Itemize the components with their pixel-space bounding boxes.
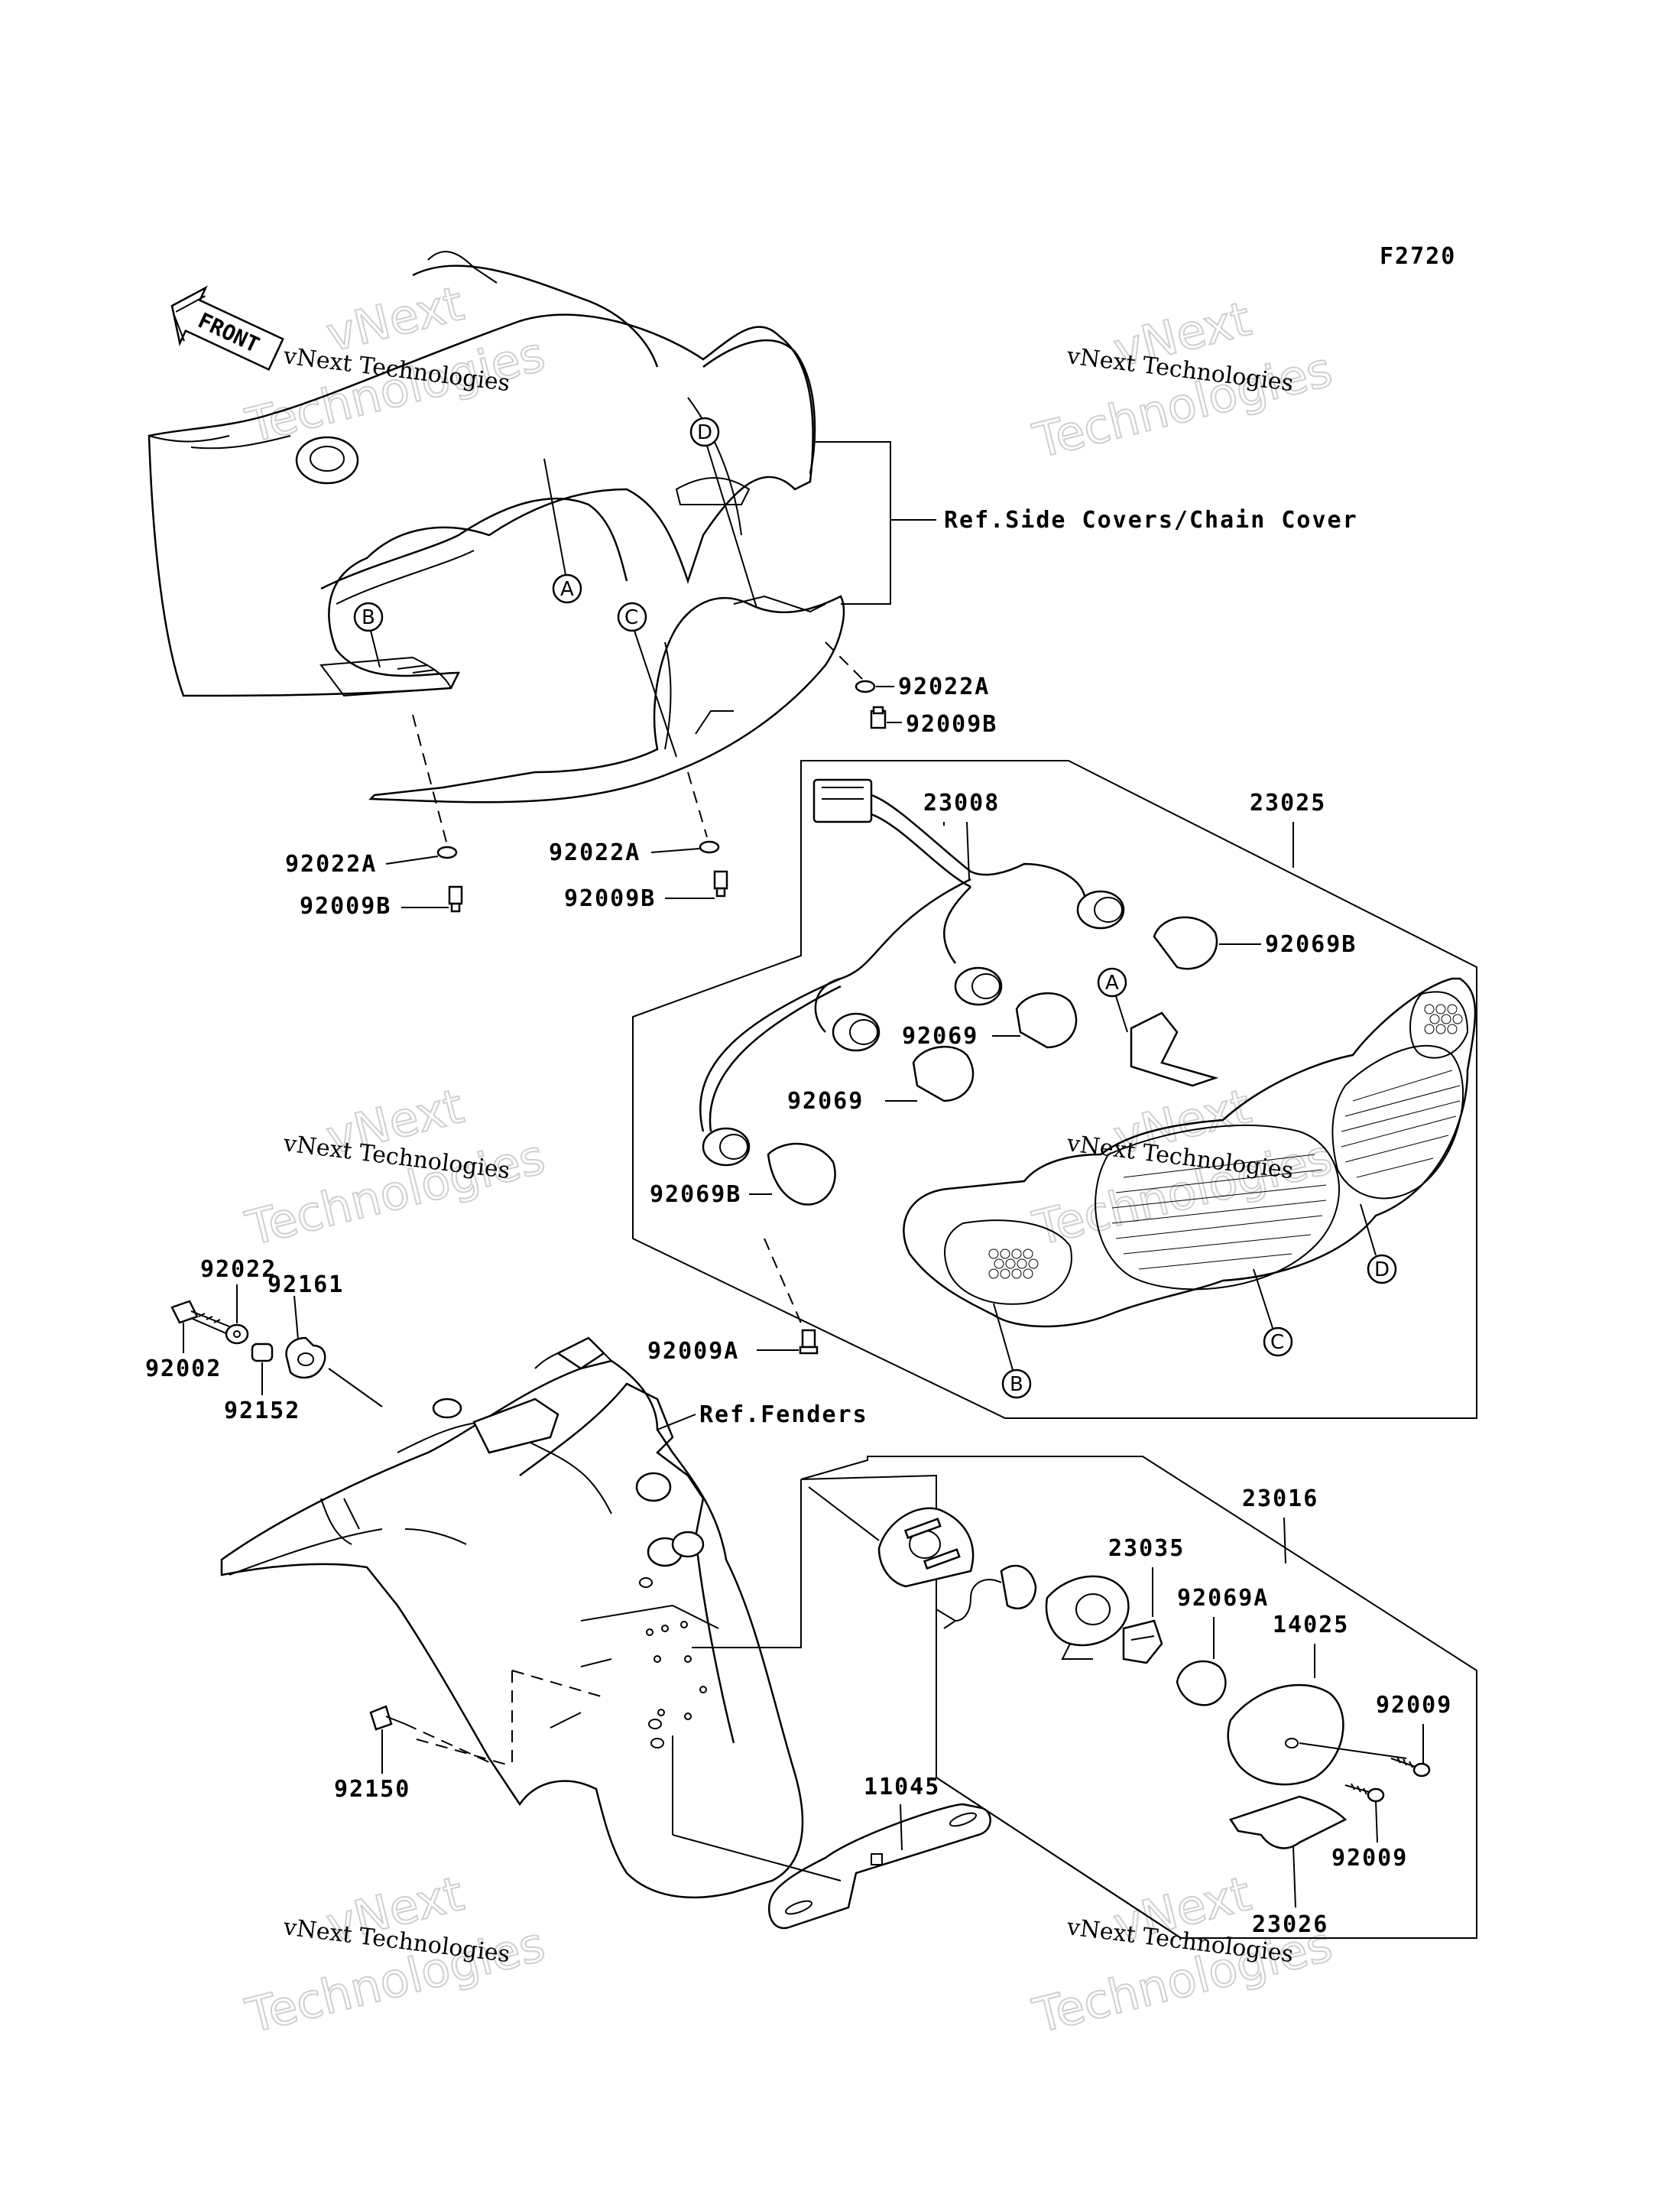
part-92022A: 92022A [898, 674, 990, 700]
socket-clip [1122, 1619, 1163, 1664]
grommet-icon [285, 1295, 383, 1407]
part-14025: 14025 [1273, 1612, 1349, 1638]
wire-harness [699, 778, 1125, 1167]
part-92152: 92152 [224, 1398, 300, 1424]
washer-icon [650, 771, 720, 854]
callout-b: B [353, 602, 384, 668]
bulb-socket-icon [1076, 890, 1125, 930]
part-92002: 92002 [145, 1355, 222, 1382]
harness-connector [812, 778, 873, 823]
part-92009B: 92009B [906, 711, 997, 738]
part-92022A: 92022A [549, 839, 641, 866]
svg-text:C: C [624, 606, 638, 629]
part-92069B: 92069B [1265, 931, 1357, 958]
bulb-icon [1153, 916, 1261, 970]
part-92161: 92161 [268, 1271, 344, 1298]
part-92069B: 92069B [650, 1181, 741, 1208]
tail-light-housing [903, 977, 1477, 1328]
part-23008: 23008 [923, 790, 1000, 817]
callout-a: A [543, 458, 582, 604]
washer-icon [225, 1284, 249, 1345]
license-light-base [877, 1507, 975, 1588]
part-92009A: 92009A [647, 1338, 739, 1365]
part-92009: 92009 [1331, 1845, 1408, 1872]
washer-icon [825, 641, 894, 693]
part-92069: 92069 [902, 1023, 978, 1050]
part-92022A: 92022A [285, 851, 377, 878]
callout-c: C [1253, 1268, 1293, 1357]
svg-text:A: A [560, 578, 574, 601]
svg-text:D: D [697, 421, 712, 444]
callout-a: A [1097, 967, 1128, 1033]
screw-icon [757, 1238, 819, 1355]
grab-rail-boss [295, 436, 359, 485]
bolt-icon [170, 1300, 230, 1353]
ref-fenders: Ref.Fenders [699, 1401, 868, 1428]
leader-line [672, 1834, 842, 1881]
callout-d: D [689, 417, 757, 609]
bulb-icon [885, 1045, 975, 1102]
seat-cowl-assembly [148, 251, 845, 804]
bulb-icon [992, 992, 1078, 1049]
screw-icon [1344, 1783, 1385, 1843]
bolt-icon [870, 706, 902, 729]
part-92009B: 92009B [300, 893, 391, 920]
callout-b: B [993, 1303, 1032, 1399]
part-92022: 92022 [200, 1256, 277, 1283]
bulb-socket-icon [702, 1127, 751, 1167]
bulb-socket-icon [832, 1012, 881, 1052]
taillight-group-frame [632, 760, 1477, 1419]
part-23016: 23016 [1242, 1485, 1318, 1512]
bulb-icon [1176, 1617, 1227, 1706]
svg-text:A: A [1105, 972, 1119, 995]
part-23026: 23026 [1252, 1911, 1328, 1938]
ref-side-covers: Ref.Side Covers/Chain Cover [944, 507, 1358, 534]
bolt-icon [369, 1705, 490, 1774]
front-arrow-icon: FRONT [170, 285, 284, 371]
figure-code: F2720 [1380, 243, 1456, 270]
part-92069: 92069 [787, 1088, 864, 1115]
svg-text:D: D [1374, 1258, 1390, 1281]
part-23035: 23035 [1108, 1535, 1185, 1562]
part-11045: 11045 [864, 1774, 940, 1800]
part-23025: 23025 [1250, 790, 1326, 817]
svg-text:B: B [362, 606, 375, 629]
part-92069A: 92069A [1177, 1585, 1269, 1612]
license-light-cover [1229, 1795, 1348, 1908]
collar-icon [251, 1343, 274, 1395]
bolt-icon [665, 870, 728, 899]
callout-c: C [617, 602, 677, 758]
bulb-socket-icon [936, 1564, 1037, 1629]
ref-bracket [814, 441, 891, 605]
rear-fender [220, 1336, 804, 1899]
bolt-icon [401, 885, 463, 913]
part-92009B: 92009B [564, 885, 656, 912]
bulb-socket-icon [954, 966, 1003, 1006]
svg-text:B: B [1010, 1373, 1023, 1396]
part-92150: 92150 [334, 1776, 410, 1803]
guide-line [511, 1670, 605, 1698]
washer-icon [385, 714, 458, 865]
bulb-icon [749, 1142, 836, 1206]
leader-line [692, 1479, 802, 1648]
license-light-frame [800, 1456, 1477, 1939]
license-plate-bracket [767, 1803, 991, 1930]
license-light-lens [1227, 1644, 1407, 1786]
socket-holder [1045, 1575, 1130, 1660]
svg-text:C: C [1270, 1331, 1284, 1354]
screw-icon [1390, 1724, 1431, 1778]
callout-d: D [1360, 1203, 1397, 1284]
fender-pad [472, 1398, 559, 1454]
part-92009: 92009 [1376, 1692, 1452, 1719]
